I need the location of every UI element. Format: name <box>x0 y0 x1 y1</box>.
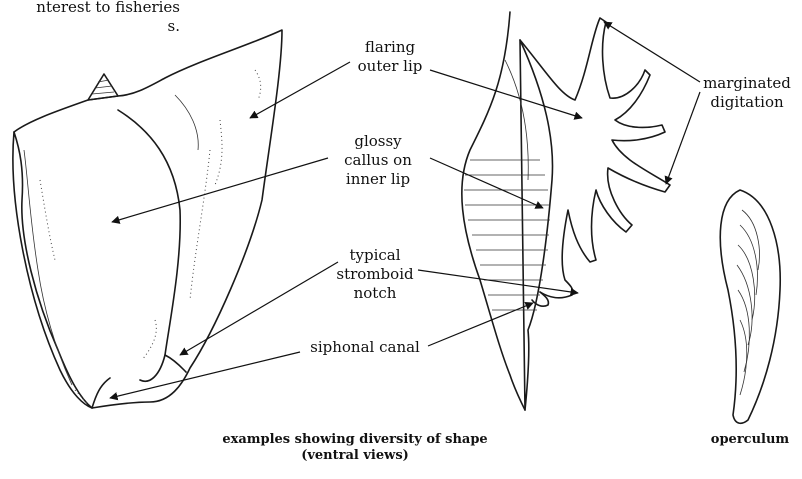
label-flaring-outer-lip: flaring outer lip <box>345 38 435 76</box>
middle-shell-illustration <box>462 12 670 410</box>
caption-operculum: operculum <box>700 432 800 448</box>
operculum-illustration <box>720 190 780 423</box>
label-marginated-digitation: marginated digitation <box>692 74 802 112</box>
label-stromboid-notch: typical stromboid notch <box>325 246 425 303</box>
caption-examples: examples showing diversity of shape (ven… <box>195 432 515 464</box>
label-siphonal-canal: siphonal canal <box>300 338 430 357</box>
intro-text-fragment: nterest to fisheries s. <box>0 0 180 36</box>
label-glossy-callus: glossy callus on inner lip <box>328 132 428 189</box>
left-shell-illustration <box>13 30 282 408</box>
